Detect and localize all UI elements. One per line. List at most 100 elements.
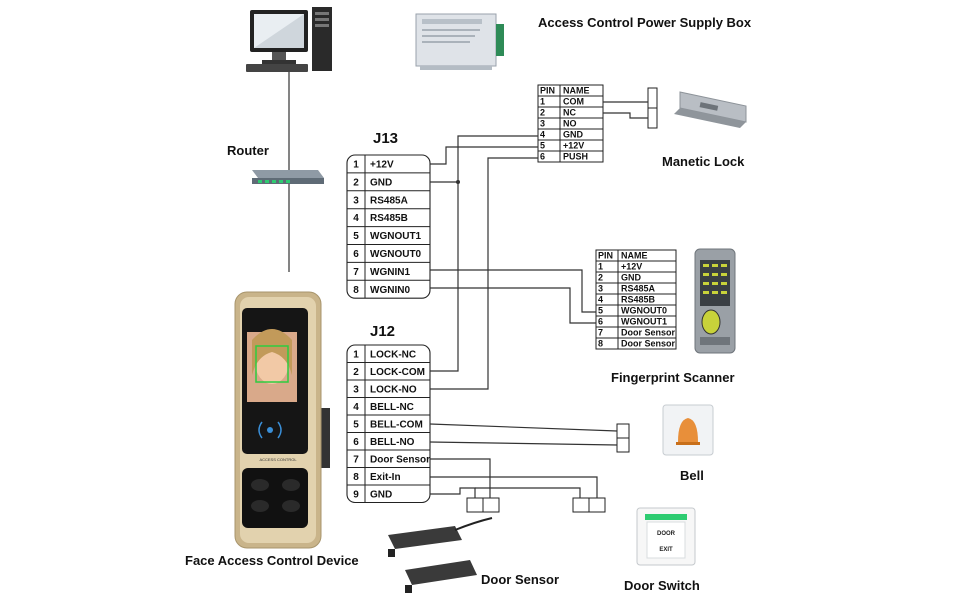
door-switch-terminal <box>572 497 606 513</box>
j12-pin-number: 6 <box>353 437 359 448</box>
door-switch-icon: DOOR EXIT <box>636 507 696 566</box>
power_table-cell-pin: 2 <box>540 108 545 118</box>
j12-pin-name: BELL-NO <box>370 437 415 448</box>
power_table-cell-name: NO <box>563 119 577 129</box>
fingerprint_table-cell-name: RS485B <box>621 295 656 305</box>
fingerprint_table-cell-pin: 4 <box>598 295 603 305</box>
wire-lock-no <box>430 157 538 390</box>
wire-bell-com <box>429 423 618 432</box>
j13-pin-number: 6 <box>353 249 359 260</box>
fingerprint_table-cell-pin: 1 <box>598 262 603 272</box>
power_table-cell-pin: 5 <box>540 141 545 151</box>
fingerprint_table-cell-pin: 5 <box>598 306 603 316</box>
fingerprint_table-cell-name: Door Sensor <box>621 328 676 338</box>
fingerprint_table-cell-pin: 7 <box>598 328 603 338</box>
power_table-cell-pin: 1 <box>540 97 545 107</box>
fingerprint_table-cell-name: RS485A <box>621 284 656 294</box>
door-switch-text-1: DOOR <box>657 531 676 537</box>
fingerprint_table-cell-pin: 8 <box>598 339 603 349</box>
fingerprint_table-cell-name: GND <box>621 273 642 283</box>
wire-wgnin1 <box>430 269 596 313</box>
j12-outline <box>346 344 431 504</box>
fingerprint_table-cell-name: Door Sensor <box>621 339 676 349</box>
fingerprint_table-cell-name: +12V <box>621 262 642 272</box>
nfc-icon <box>258 421 282 439</box>
fingerprint_table-cell-name: WGNOUT0 <box>621 306 667 316</box>
bell-terminal <box>616 423 630 453</box>
j12-pin-name: LOCK-NC <box>370 349 416 360</box>
router-icon <box>252 170 324 184</box>
face-access-control-device: ACCESS CONTROL <box>234 291 330 549</box>
wire-12v <box>430 146 538 165</box>
power_table-cell-pin: 3 <box>540 119 545 129</box>
j12-pin-number: 8 <box>353 472 359 483</box>
wire-exit-in <box>430 476 598 498</box>
wire-bell-no <box>429 441 618 446</box>
power_table-outline <box>537 84 604 163</box>
face-device-label: Face Access Control Device <box>185 553 359 568</box>
j13-title: J13 <box>373 130 398 147</box>
j13-pin-number: 5 <box>353 231 359 242</box>
power-supply-label: Access Control Power Supply Box <box>538 15 752 30</box>
power_table-header-pin: PIN <box>540 86 555 96</box>
door-switch-label: Door Switch <box>624 578 700 593</box>
j13-pin-name: +12V <box>370 159 394 170</box>
j12-title: J12 <box>370 323 395 340</box>
fingerprint_table-cell-pin: 2 <box>598 273 603 283</box>
j12-pin-number: 7 <box>353 454 359 465</box>
j12-pin-name: LOCK-NO <box>370 384 417 395</box>
power_table-header-name: NAME <box>563 86 590 96</box>
j13-pin-number: 3 <box>353 195 359 206</box>
j13-pin-name: RS485A <box>370 195 408 206</box>
j13-pin-number: 2 <box>353 177 359 188</box>
j12-pin-name: GND <box>370 489 392 500</box>
door-switch-text-2: EXIT <box>659 547 673 553</box>
j12-pin-number: 5 <box>353 419 359 430</box>
j13-pin-number: 1 <box>353 159 359 170</box>
door-sensor-terminal <box>466 497 500 513</box>
power_table-cell-name: NC <box>563 108 576 118</box>
j12-pin-number: 9 <box>353 489 359 500</box>
j12-pin-name: BELL-COM <box>370 419 423 430</box>
j13-pin-name: WGNIN0 <box>370 285 410 296</box>
j13-pin-number: 4 <box>353 213 359 224</box>
wire-gnd <box>430 135 538 183</box>
j13-pin-name: RS485B <box>370 213 408 224</box>
power-supply-box-icon <box>415 13 504 70</box>
fingerprint_table-cell-name: WGNOUT1 <box>621 317 667 327</box>
fingerprint_table-outline <box>595 249 677 350</box>
j13-pin-number: 7 <box>353 267 359 278</box>
j12-pin-name: Door Sensor <box>370 454 430 465</box>
j12-pin-name: BELL-NC <box>370 402 414 413</box>
wire-lock-com <box>430 182 459 372</box>
magnetic-lock-label: Manetic Lock <box>662 154 745 169</box>
bell-label: Bell <box>680 468 704 483</box>
device-panel-text: ACCESS CONTROL <box>259 457 297 462</box>
j13-pin-name: WGNOUT1 <box>370 231 422 242</box>
wire-gnd-switch <box>475 487 581 498</box>
j13-pin-name: WGNOUT0 <box>370 249 422 260</box>
j12-pin-name: LOCK-COM <box>370 367 425 378</box>
power_table-cell-name: +12V <box>563 141 584 151</box>
fingerprint-label: Fingerprint Scanner <box>611 370 735 385</box>
j13-pin-number: 8 <box>353 285 359 296</box>
j12-pin-number: 3 <box>353 384 359 395</box>
wiring <box>429 101 648 498</box>
power_table-cell-pin: 4 <box>540 130 545 140</box>
fingerprint-scanner-icon <box>694 248 736 354</box>
power_table-cell-name: PUSH <box>563 152 588 162</box>
fingerprint_table-cell-pin: 3 <box>598 284 603 294</box>
magnetic-lock-icon <box>674 91 747 128</box>
magnetic-lock-terminal <box>647 87 658 129</box>
j13-pin-name: GND <box>370 177 392 188</box>
j12-pin-number: 1 <box>353 349 359 360</box>
router-label: Router <box>227 143 269 158</box>
power_table-cell-name: COM <box>563 97 584 107</box>
j13-pin-name: WGNIN1 <box>370 267 410 278</box>
door-sensor-icon <box>388 517 493 593</box>
j12-pin-name: Exit-In <box>370 472 401 483</box>
